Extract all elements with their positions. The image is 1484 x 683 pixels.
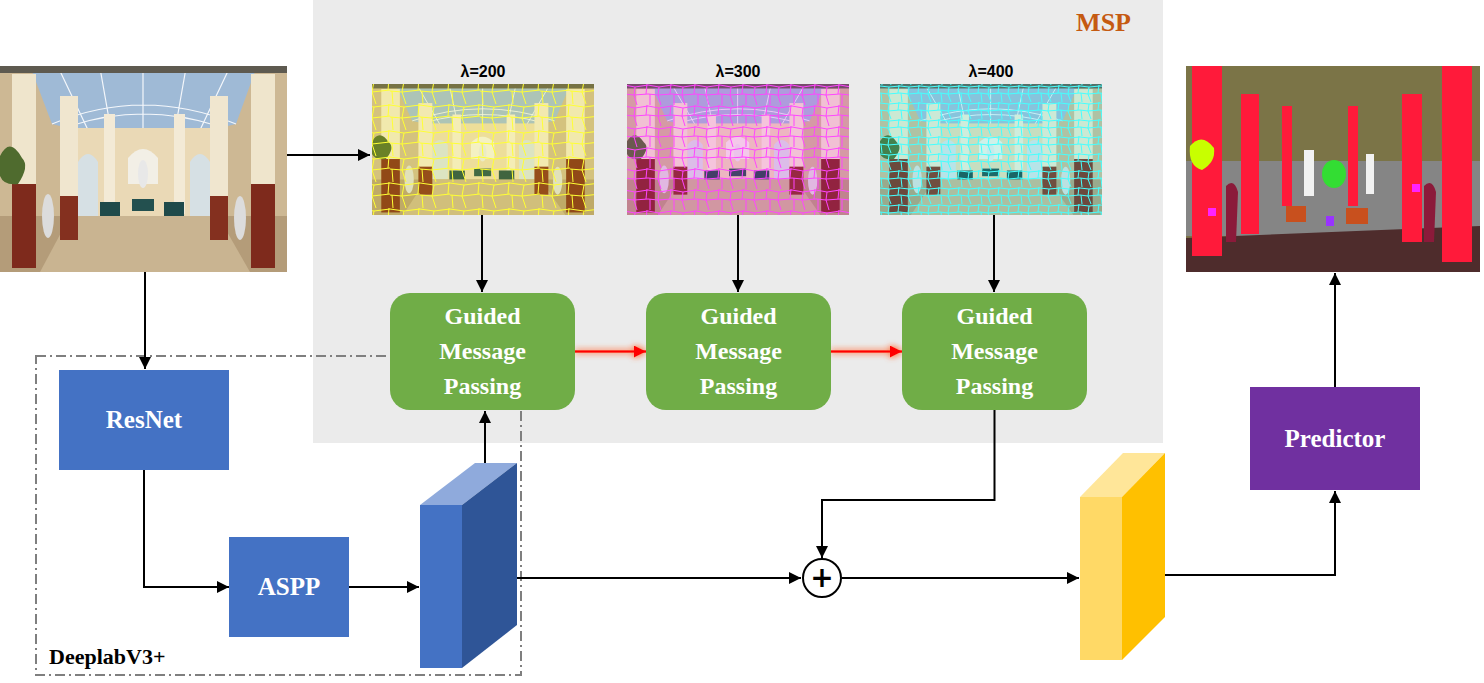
process-box: Guided Message Passing: [390, 293, 575, 410]
parameter-label: λ=200: [372, 62, 594, 82]
box-label: Guided Message Passing: [669, 299, 809, 403]
feature-map-blue: [420, 463, 517, 668]
parameter-label: λ=300: [627, 62, 849, 82]
parameter-label: λ=400: [880, 62, 1102, 82]
process-box: Guided Message Passing: [646, 293, 831, 410]
input-photo: [0, 66, 287, 272]
process-box: ResNet: [59, 370, 229, 470]
box-label: Guided Message Passing: [925, 299, 1065, 403]
flow-arrow: [144, 470, 229, 587]
label-holder: λ=400: [880, 62, 1102, 82]
process-box: Guided Message Passing: [902, 293, 1087, 410]
label-holder: λ=300: [627, 62, 849, 82]
box-label: Predictor: [1285, 425, 1386, 453]
process-box: Predictor: [1250, 387, 1420, 490]
box-label: ASPP: [258, 573, 321, 601]
box-label: DeeplabV3+: [35, 644, 165, 676]
box-label: Guided Message Passing: [413, 299, 553, 403]
box-label: +: [810, 564, 833, 592]
sum-circle: +: [802, 558, 842, 598]
label-holder: λ=200: [372, 62, 594, 82]
box-label: MSP: [313, 0, 1163, 38]
feature-map-yellow: [1080, 453, 1165, 660]
box-label: ResNet: [106, 406, 182, 434]
segmentation-output: [1186, 66, 1480, 272]
process-box: ASPP: [229, 537, 349, 637]
